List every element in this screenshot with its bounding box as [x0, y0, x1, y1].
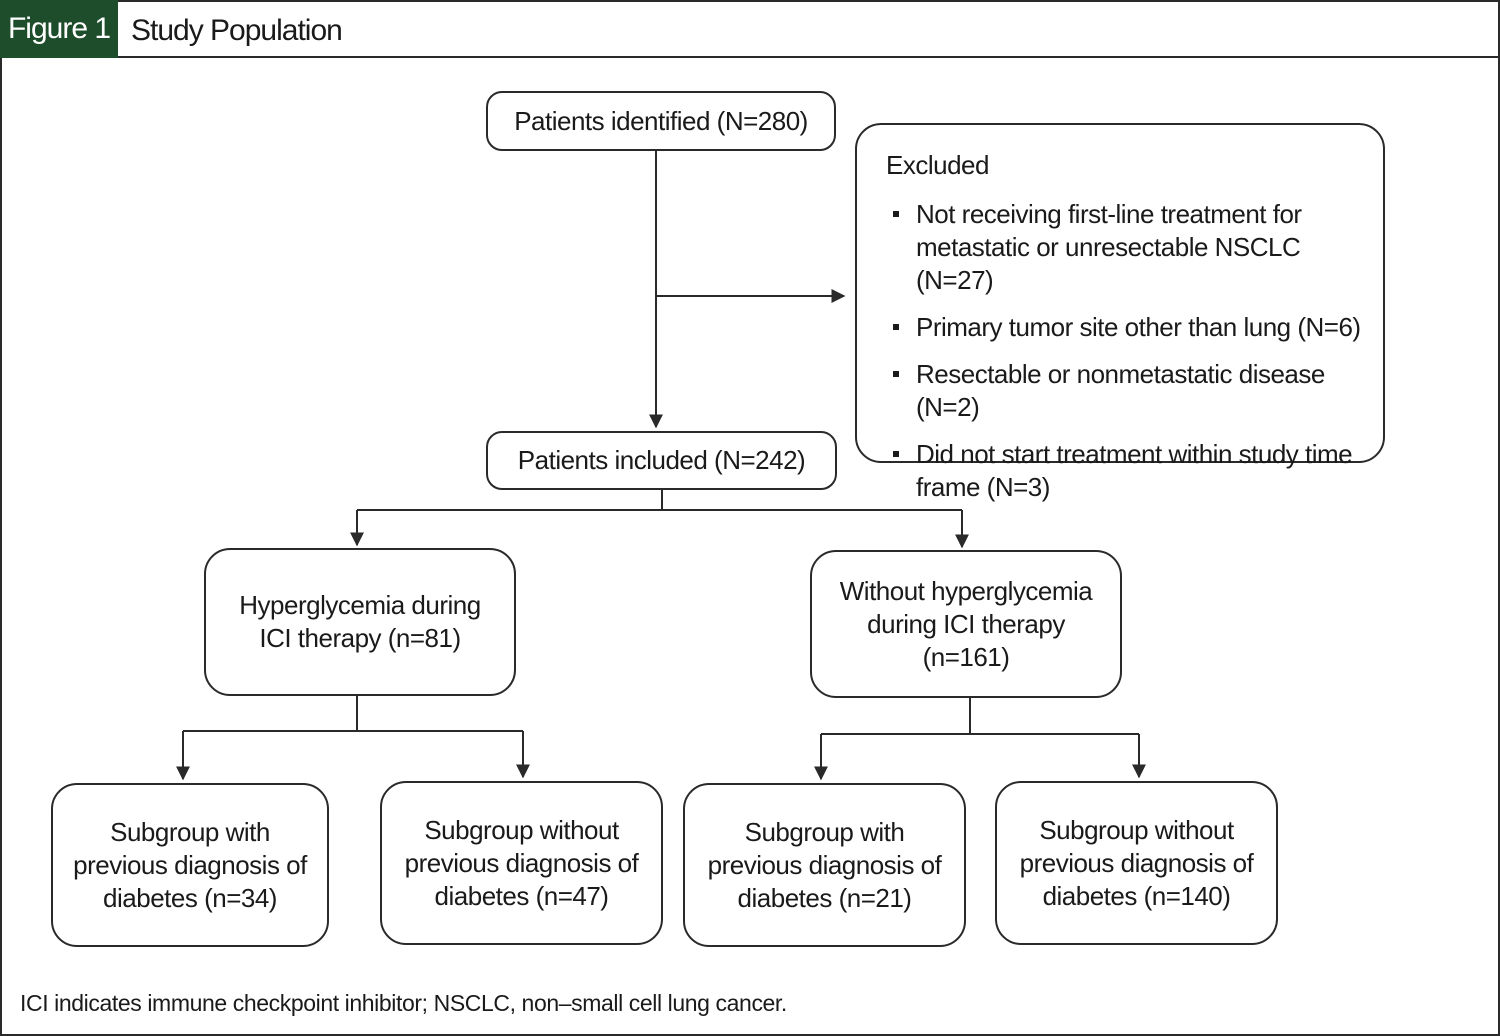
node-label: Hyperglycemia during ICI therapy (n=81)	[239, 590, 481, 653]
figure-header: Figure 1 Study Population	[0, 0, 1500, 58]
node-without-hyperglycemia: Without hyperglycemia during ICI therapy…	[810, 550, 1122, 698]
excluded-item: Not receiving first-line treatment for m…	[893, 198, 1373, 297]
excluded-item: Did not start treatment within study tim…	[893, 438, 1373, 504]
bullet-icon	[893, 324, 899, 330]
node-nohyper-without-diabetes: Subgroup without previous diagnosis of d…	[995, 781, 1278, 945]
excluded-title: Excluded	[886, 150, 989, 180]
node-patients-identified: Patients identified (N=280)	[486, 91, 836, 151]
figure-title: Study Population	[131, 14, 343, 47]
node-label: Without hyperglycemia during ICI therapy…	[839, 575, 1093, 672]
node-hyperglycemia: Hyperglycemia during ICI therapy (n=81)	[204, 548, 516, 696]
node-label: Subgroup without previous diagnosis of d…	[404, 814, 639, 911]
node-nohyper-with-diabetes: Subgroup with previous diagnosis of diab…	[683, 783, 966, 947]
bullet-icon	[893, 371, 899, 377]
node-label: Subgroup with previous diagnosis of diab…	[707, 816, 942, 913]
node-patients-included: Patients included (N=242)	[486, 431, 837, 490]
bullet-icon	[893, 211, 899, 217]
node-label: Patients included (N=242)	[517, 445, 806, 475]
node-hyper-without-diabetes: Subgroup without previous diagnosis of d…	[380, 781, 663, 945]
bullet-icon	[893, 451, 899, 457]
excluded-box: Excluded Not receiving first-line treatm…	[855, 123, 1385, 502]
excluded-list: Not receiving first-line treatment for m…	[893, 198, 1373, 518]
node-label: Subgroup without previous diagnosis of d…	[1019, 814, 1254, 911]
node-label: Subgroup with previous diagnosis of diab…	[73, 816, 307, 913]
excluded-item: Resectable or nonmetastatic disease (N=2…	[893, 358, 1373, 424]
figure-label: Figure 1	[0, 0, 118, 58]
excluded-item: Primary tumor site other than lung (N=6)	[893, 311, 1373, 344]
node-label: Patients identified (N=280)	[514, 105, 808, 136]
footnote: ICI indicates immune checkpoint inhibito…	[20, 990, 787, 1016]
node-hyper-with-diabetes: Subgroup with previous diagnosis of diab…	[51, 783, 329, 947]
